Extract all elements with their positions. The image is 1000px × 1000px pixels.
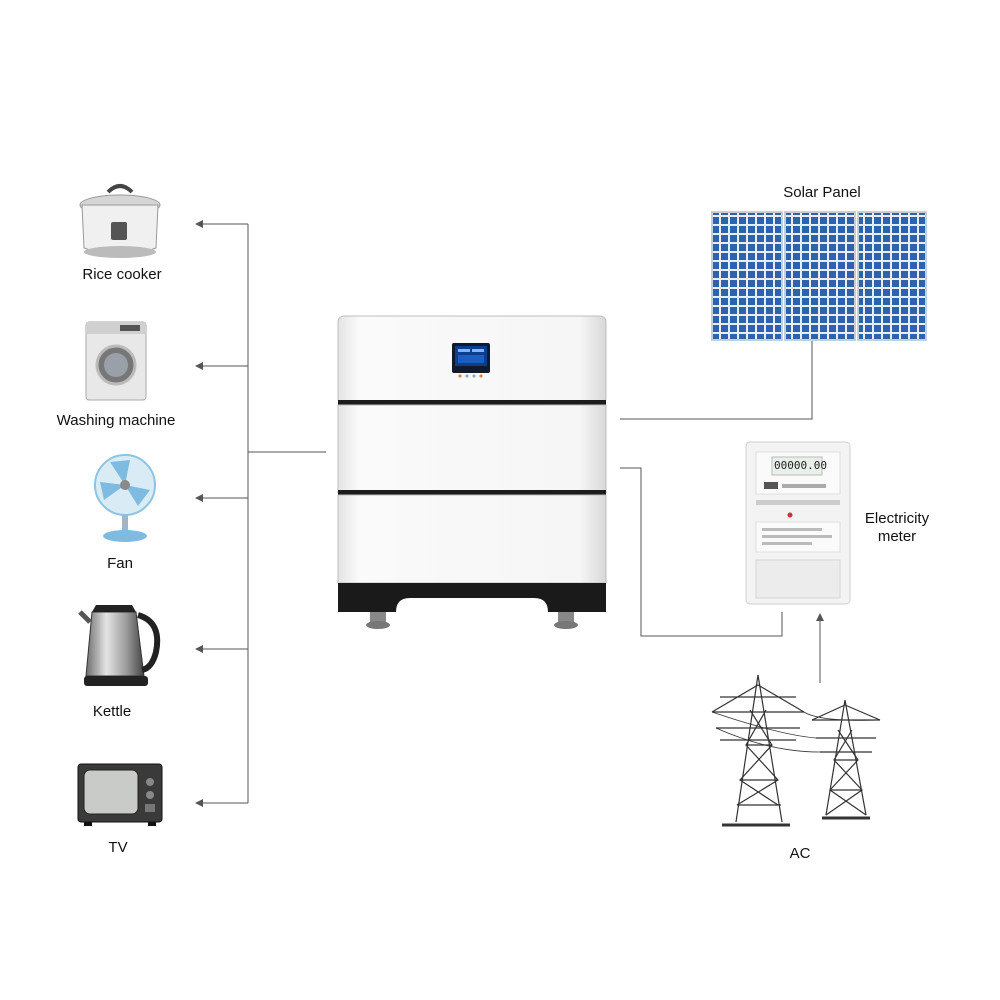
battery-button-icon — [479, 374, 482, 377]
battery-button-icon — [472, 374, 475, 377]
power-tower-image — [712, 675, 880, 825]
battery-base — [338, 583, 606, 612]
washing-machine-image — [86, 322, 146, 400]
ac-label: AC — [760, 845, 840, 863]
rice-cooker-label: Rice cooker — [62, 266, 182, 284]
tv-image — [78, 764, 162, 826]
kettle-label: Kettle — [52, 703, 172, 721]
solar-to-battery-line — [620, 340, 812, 419]
fan-label: Fan — [60, 555, 180, 573]
battery-button-icon — [458, 374, 461, 377]
fan-image — [95, 455, 155, 542]
meter-reading: 00000.00 — [774, 459, 827, 472]
kettle-image — [80, 605, 157, 686]
tv-label: TV — [58, 839, 178, 857]
rice-cooker-image — [80, 186, 160, 258]
battery-bottom-module — [338, 495, 606, 583]
battery-middle-module — [338, 405, 606, 493]
battery-button-icon — [465, 374, 468, 377]
solar-panel-label: Solar Panel — [742, 184, 902, 202]
appliance-bus-lines — [196, 224, 326, 803]
battery-foot — [554, 621, 578, 629]
battery-foot — [366, 621, 390, 629]
solar-panel-image — [712, 212, 926, 340]
battery-storage-unit — [338, 316, 606, 629]
washing-machine-label: Washing machine — [46, 412, 186, 430]
electricity-meter-label: Electricity meter — [852, 510, 942, 546]
